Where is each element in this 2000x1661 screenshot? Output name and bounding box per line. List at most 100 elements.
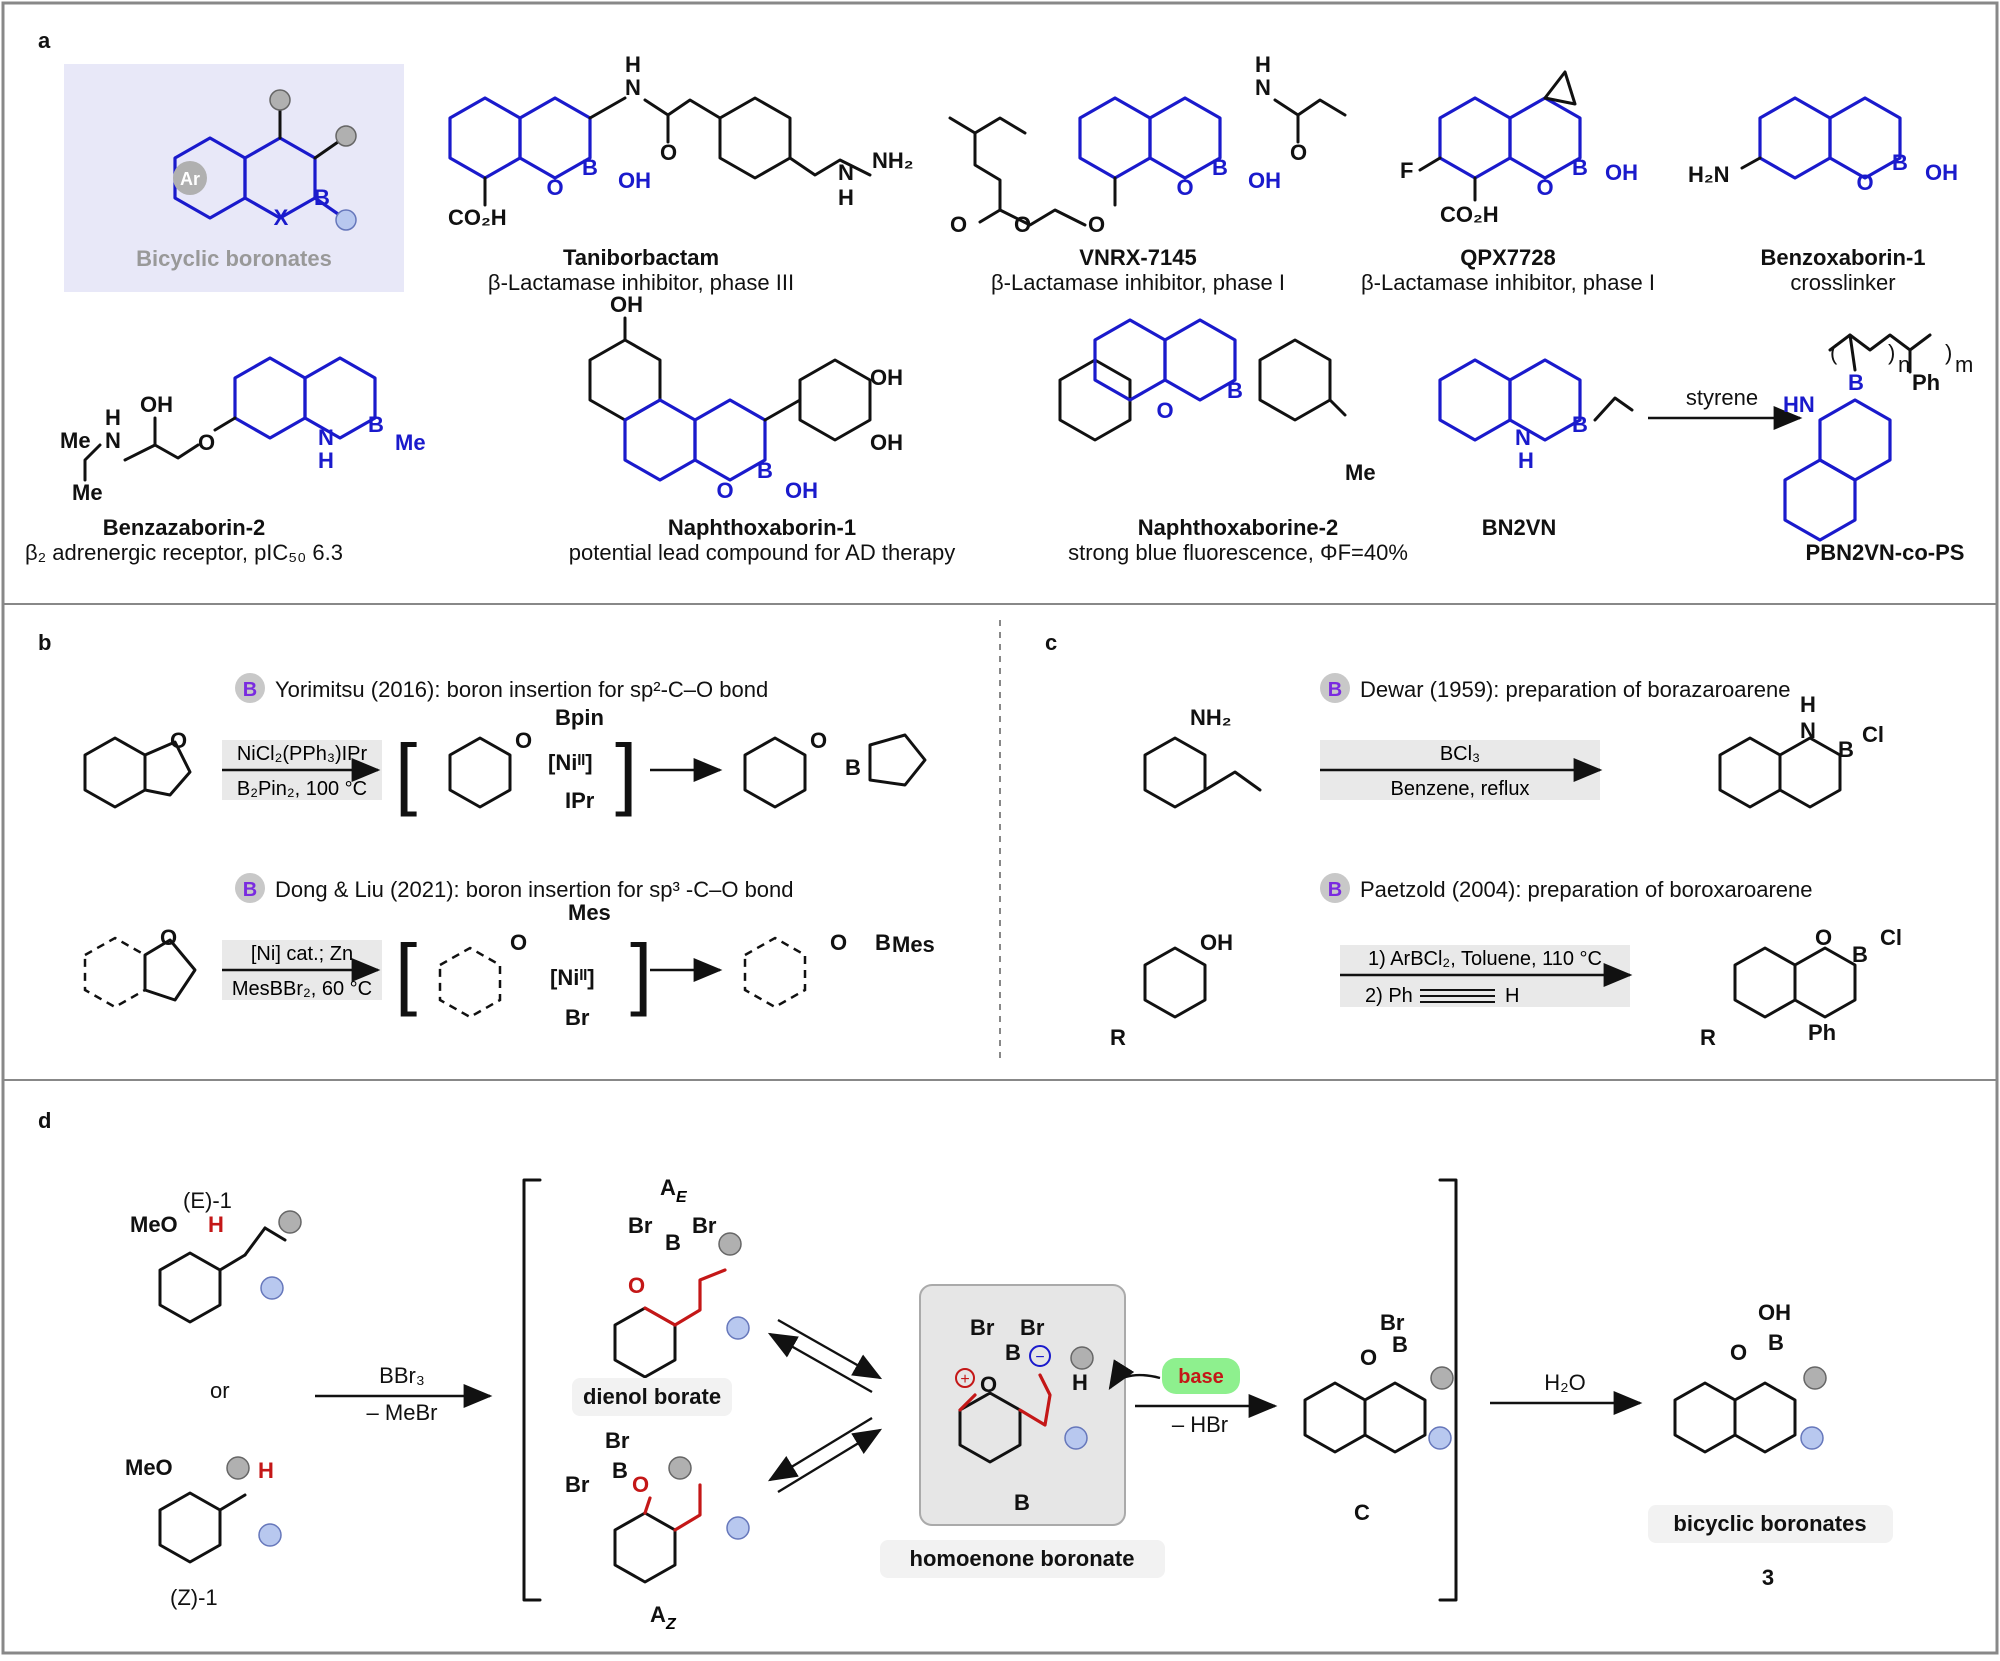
svg-text:O: O xyxy=(1290,140,1307,165)
svg-text:F: F xyxy=(1400,158,1413,183)
panel-b-letter: b xyxy=(38,630,51,655)
svg-text:N: N xyxy=(1800,718,1816,743)
svg-text:B: B xyxy=(243,879,257,901)
svg-text:O: O xyxy=(160,925,177,950)
svg-text:H: H xyxy=(318,448,334,473)
desc-taniborbactam: β-Lactamase inhibitor, phase III xyxy=(488,270,794,295)
svg-text:N: N xyxy=(838,160,854,185)
name-benzoxaborin-1: Benzoxaborin-1 xyxy=(1760,245,1925,270)
svg-text:R: R xyxy=(1110,1025,1126,1050)
svg-text:Br: Br xyxy=(692,1213,717,1238)
svg-text:H: H xyxy=(1505,985,1519,1007)
svg-text:O: O xyxy=(1536,175,1553,200)
svg-text:[: [ xyxy=(395,728,417,817)
svg-text:N: N xyxy=(625,75,641,100)
svg-text:O: O xyxy=(632,1472,649,1497)
svg-text:MeO: MeO xyxy=(125,1455,173,1480)
name-pbn2vn-co-ps: PBN2VN-co-PS xyxy=(1806,540,1965,565)
b-rxn1-cond1: NiCl₂(PPh₃)IPr xyxy=(237,743,368,765)
svg-text:OH: OH xyxy=(610,292,643,317)
svg-text:R: R xyxy=(1700,1025,1716,1050)
c-rxn2-title: Paetzold (2004): preparation of boroxaro… xyxy=(1360,877,1813,902)
c-rxn2-cond2: 2) Ph xyxy=(1365,985,1413,1007)
svg-text:B: B xyxy=(757,458,773,483)
svg-text:O: O xyxy=(515,728,532,753)
styrene-label: styrene xyxy=(1686,385,1758,410)
svg-text:H: H xyxy=(105,405,121,430)
svg-text:H₂N: H₂N xyxy=(1688,162,1730,187)
svg-text:OH: OH xyxy=(140,392,173,417)
svg-text:B: B xyxy=(875,930,891,955)
name-bn2vn: BN2VN xyxy=(1482,515,1557,540)
svg-text:): ) xyxy=(1888,340,1895,365)
d-arrow-bbr3: BBr₃ – MeBr xyxy=(315,1363,493,1425)
svg-text:B: B xyxy=(665,1230,681,1255)
svg-text:NH₂: NH₂ xyxy=(872,148,914,173)
svg-text:H: H xyxy=(258,1458,274,1483)
svg-text:HN: HN xyxy=(1783,392,1815,417)
c-rxn1-title: Dewar (1959): preparation of borazaroare… xyxy=(1360,677,1790,702)
svg-text:Bpin: Bpin xyxy=(555,705,604,730)
svg-text:m: m xyxy=(1955,352,1973,377)
svg-text:OH: OH xyxy=(1248,168,1281,193)
svg-text:O: O xyxy=(1360,1345,1377,1370)
svg-text:+: + xyxy=(960,1371,969,1388)
panel-a-letter: a xyxy=(38,28,51,53)
desc-benzazaborin-2: β₂ adrenergic receptor, pIC₅₀ 6.3 xyxy=(25,540,343,565)
svg-text:OH: OH xyxy=(870,365,903,390)
svg-text:Br: Br xyxy=(628,1213,653,1238)
d-az: Br Br B O A Z xyxy=(565,1428,750,1633)
d-z1: MeO H (Z)-1 xyxy=(125,1455,282,1610)
b-rxn1-title: Yorimitsu (2016): boron insertion for sp… xyxy=(275,677,768,702)
structure-taniborbactam: CO₂H O B OH N H O N H NH₂ Taniborbactam … xyxy=(448,52,914,295)
structure-vnrx-7145: O O O O B OH N H O VNRX-7145 β-Lactamase… xyxy=(948,52,1347,295)
b-rxn1-cond2: B₂Pin₂, 100 °C xyxy=(237,778,367,800)
svg-text:H: H xyxy=(1072,1370,1088,1395)
structure-naphthoxaborine-2: O B Me Naphthoxaborine-2 strong blue flu… xyxy=(1058,318,1408,565)
svg-text:B: B xyxy=(1838,737,1854,762)
svg-text:O: O xyxy=(1856,170,1873,195)
svg-text:C: C xyxy=(1354,1500,1370,1525)
svg-text:N: N xyxy=(1515,425,1531,450)
svg-text:MeO: MeO xyxy=(130,1212,178,1237)
svg-text:A: A xyxy=(650,1602,666,1627)
b-rxn1: B Yorimitsu (2016): boron insertion for … xyxy=(83,673,927,817)
svg-text:3: 3 xyxy=(1762,1565,1774,1590)
svg-text:O: O xyxy=(1014,212,1031,237)
svg-text:N: N xyxy=(1255,75,1271,100)
svg-text:homoenone boronate: homoenone boronate xyxy=(910,1546,1135,1571)
svg-text:]: ] xyxy=(615,728,637,817)
d-or: or xyxy=(210,1378,230,1403)
tanib-co2h: CO₂H xyxy=(448,205,507,230)
svg-text:B: B xyxy=(1852,942,1868,967)
svg-text:Z: Z xyxy=(665,1616,677,1633)
panel-d-letter: d xyxy=(38,1108,51,1133)
svg-text:H₂O: H₂O xyxy=(1544,1370,1586,1395)
svg-text:OH: OH xyxy=(785,478,818,503)
svg-text:B: B xyxy=(1328,879,1342,901)
d-ae: A E Br B Br O dienol borate xyxy=(572,1175,750,1416)
svg-text:B: B xyxy=(1212,155,1228,180)
svg-text:H: H xyxy=(838,185,854,210)
d-intermediate-b: Br Br B − O + H B homoenone boronate xyxy=(880,1284,1165,1578)
svg-text:O: O xyxy=(546,175,563,200)
d-equilibrium xyxy=(767,1318,883,1494)
svg-text:(Z)-1: (Z)-1 xyxy=(170,1585,218,1610)
d-bracket xyxy=(522,1178,1458,1602)
c-rxn1-cond1: BCl₃ xyxy=(1440,743,1480,765)
svg-text:O: O xyxy=(1730,1340,1747,1365)
structure-naphthoxaborin-1: OH O B OH OH OH Naphthoxaborin-1 potenti… xyxy=(569,292,955,565)
svg-text:H: H xyxy=(1800,692,1816,717)
svg-text:OH: OH xyxy=(1925,160,1958,185)
svg-text:Cl: Cl xyxy=(1880,925,1902,950)
svg-text:Me: Me xyxy=(395,430,426,455)
desc-vnrx-7145: β-Lactamase inhibitor, phase I xyxy=(991,270,1285,295)
svg-text:B: B xyxy=(845,755,861,780)
panel-c-letter: c xyxy=(1045,630,1057,655)
svg-text:Ph: Ph xyxy=(1808,1020,1836,1045)
hero-x-atom: X xyxy=(274,205,289,230)
name-naphthoxaborin-1: Naphthoxaborin-1 xyxy=(668,515,856,540)
svg-text:Ph: Ph xyxy=(1912,370,1940,395)
svg-text:]: ] xyxy=(630,928,652,1017)
